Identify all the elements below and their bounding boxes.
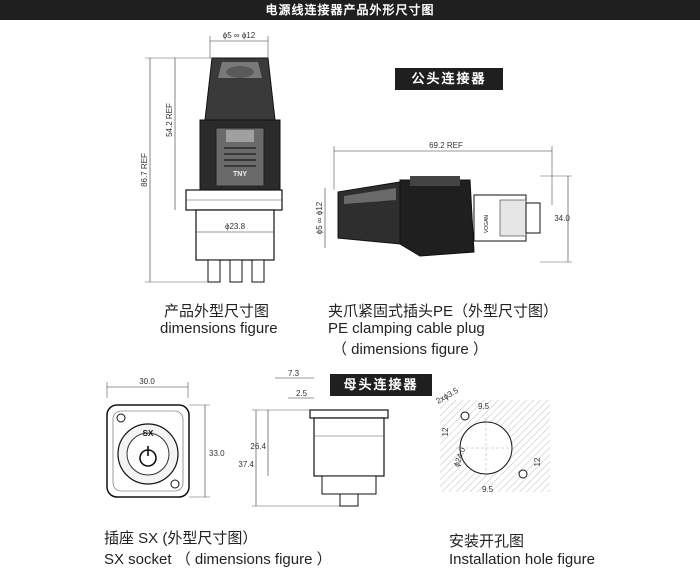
fig2-caption-en2: （ dimensions figure ） <box>332 341 488 358</box>
installation-hole-view: 2xϕ3.5 9.5 9.5 12 12 ϕ24.0 <box>435 386 550 494</box>
male-connector-tag: 公头连接器 <box>395 68 503 90</box>
f2-height-dim: 34.0 <box>554 214 570 223</box>
f1-ref-54: 54.2 REF <box>165 103 174 137</box>
fig1-caption-cn: 产品外型尺寸图 <box>164 303 270 320</box>
page-title: 电源线连接器产品外形尺寸图 <box>265 3 435 17</box>
f1-ref-86: 86.7 REF <box>140 153 149 187</box>
socket-side-view: 7.3 2.5 26.4 37.4 <box>238 369 389 507</box>
fig4-caption-cn: 安装开孔图 <box>449 533 525 550</box>
header-banner <box>0 0 700 20</box>
f2-length-dim: 69.2 REF <box>429 141 463 150</box>
f4-dim-73: 7.3 <box>288 369 300 378</box>
f4-dim-374: 37.4 <box>238 460 254 469</box>
f3-width-dim: 30.0 <box>139 377 155 386</box>
fig4-caption-en: Installation hole figure <box>449 551 595 568</box>
plug-side-view: 69.2 REF VOGAN ϕ5 ∞ ϕ12 34.0 <box>315 141 572 263</box>
f5-top-dim: 9.5 <box>478 402 490 411</box>
f4-dim-25: 2.5 <box>296 389 308 398</box>
f3-sx-mark: SX <box>143 429 154 438</box>
fig1-caption-en: dimensions figure <box>160 320 278 337</box>
fig2-caption-en1: PE clamping cable plug <box>328 320 485 337</box>
plug-front-view: ϕ5 ∞ ϕ12 TNY ϕ23.8 54.2 REF <box>140 31 283 283</box>
f1-top-dim: ϕ5 ∞ ϕ12 <box>223 31 256 40</box>
f4-dim-264: 26.4 <box>250 442 266 451</box>
f2-dia-dim: ϕ5 ∞ ϕ12 <box>315 201 324 234</box>
f2-brand-mark: VOGAN <box>484 215 490 233</box>
socket-front-view: 30.0 SX 33.0 <box>106 377 225 498</box>
f5-bottom-dim: 9.5 <box>482 485 494 494</box>
fig3-caption-cn: 插座 SX (外型尺寸图） <box>104 530 258 547</box>
female-connector-tag: 母头连接器 <box>330 374 432 396</box>
fig3-caption-en: SX socket （ dimensions figure ） <box>104 551 332 568</box>
f5-left-dim: 12 <box>441 427 450 436</box>
f1-brand-mark: TNY <box>233 171 247 178</box>
f5-right-dim: 12 <box>533 457 542 466</box>
fig2-caption-cn: 夹爪紧固式插头PE（外型尺寸图） <box>328 303 559 320</box>
f3-height-dim: 33.0 <box>209 449 225 458</box>
f1-base-dim: ϕ23.8 <box>225 222 246 231</box>
